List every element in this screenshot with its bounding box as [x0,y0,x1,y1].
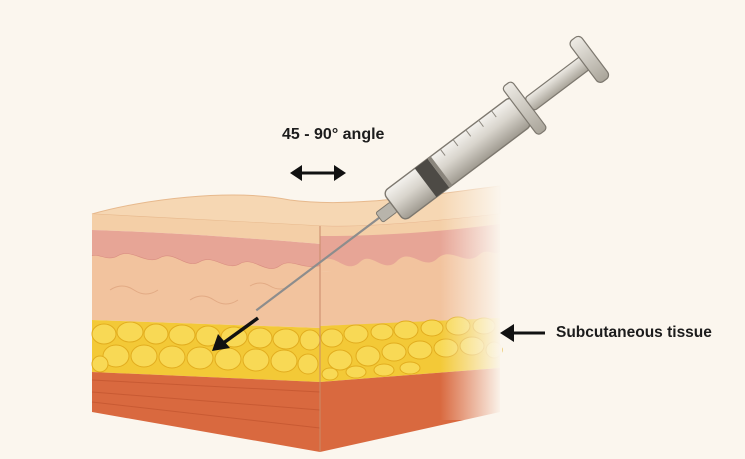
subcutaneous-tissue-label: Subcutaneous tissue [556,324,712,341]
syringe-icon [255,35,610,312]
left-arrow-icon [500,324,545,342]
skin-block-side [320,180,503,452]
double-arrow-icon [290,165,346,181]
skin-block-front [91,214,321,452]
angle-label: 45 - 90° angle [282,126,385,143]
needle-tip-arrow [212,316,260,351]
